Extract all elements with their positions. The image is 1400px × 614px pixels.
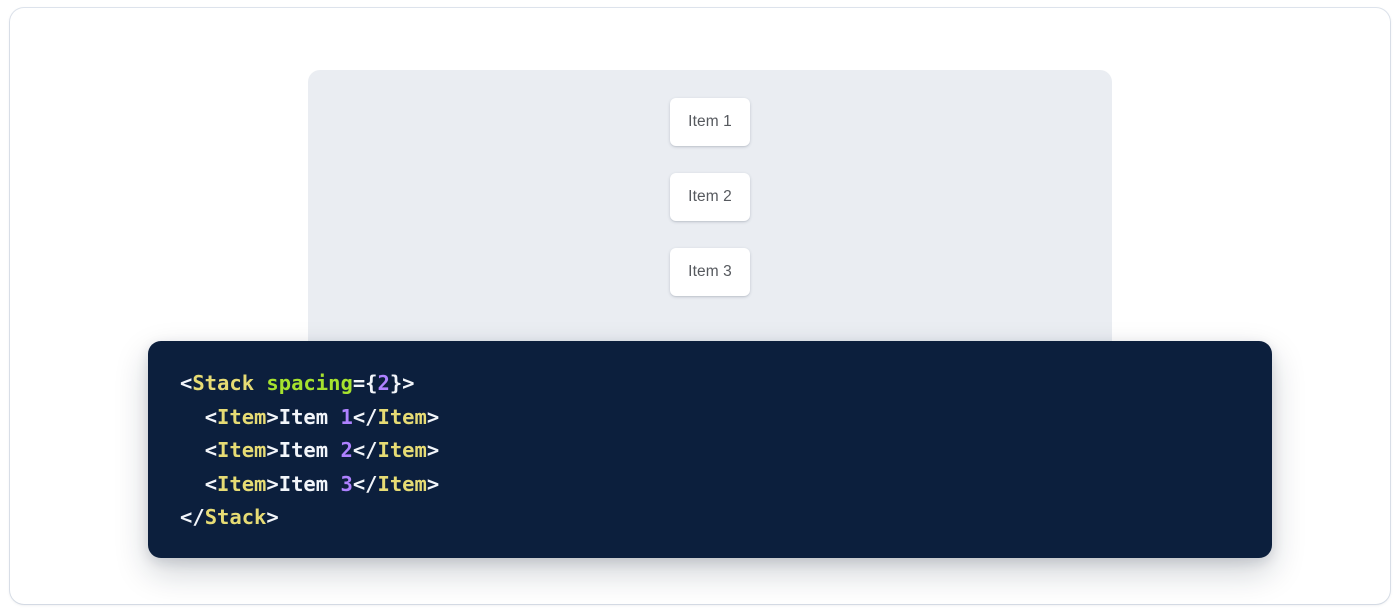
code-token-punct: > [426,471,440,496]
code-token-num: 1 [340,404,353,429]
code-token-tag: Stack [192,371,255,395]
code-token-text: Item [278,404,341,429]
code-snippet-block[interactable]: <Stack spacing={2}> <Item>Item 1</Item> … [148,341,1272,558]
stack-item-label: Item 2 [688,188,732,205]
code-indent [180,405,205,429]
code-token-punct: </ [180,505,205,530]
code-token-punct: < [204,438,218,463]
code-token-punct: ={ [352,371,378,395]
component-preview-panel: Item 1 Item 2 Item 3 [308,70,1112,370]
code-token-tag: Item [377,404,427,429]
code-snippet-text: <Stack spacing={2}> <Item>Item 1</Item> … [180,367,1272,535]
code-token-tag: Item [377,438,427,463]
stack-item[interactable]: Item 2 [670,173,750,221]
stack-item-label: Item 1 [688,113,732,130]
code-token-num: 2 [377,371,390,395]
code-line: <Item>Item 1</Item> [180,401,1272,435]
code-token-num: 3 [340,471,353,496]
code-token-punct: > [426,438,440,463]
code-token-punct: </ [352,438,378,463]
code-token-tag: Item [217,471,267,496]
code-token-num: 2 [340,438,353,463]
stack-item[interactable]: Item 1 [670,98,750,146]
code-line: <Stack spacing={2}> [180,367,1272,401]
code-token-attr: spacing [266,371,353,395]
code-token-tag: Item [217,438,267,463]
code-line: <Item>Item 2</Item> [180,434,1272,468]
code-token-punct: > [426,404,440,429]
code-token-tag: Item [377,471,427,496]
code-token-text: Item [278,438,341,463]
code-token-punct: </ [352,471,378,496]
code-token-punct: < [204,404,218,429]
code-token-punct: </ [352,404,378,429]
code-token-punct: < [180,371,193,395]
code-indent [180,472,205,496]
code-line: <Item>Item 3</Item> [180,468,1272,502]
code-token-text: Item [278,471,341,496]
code-token-punct: }> [389,371,415,395]
code-token-punct: < [204,471,218,496]
code-token-tag: Stack [204,505,267,530]
code-token-punct: > [266,438,279,463]
stack-item[interactable]: Item 3 [670,248,750,296]
code-token-punct [254,371,266,395]
code-token-tag: Item [217,404,267,429]
stack-container: Item 1 Item 2 Item 3 [308,98,1112,296]
stack-item-label: Item 3 [688,263,732,280]
code-token-punct: > [266,404,279,429]
code-token-punct: > [266,471,279,496]
code-token-punct: > [266,505,279,530]
code-indent [180,438,205,462]
code-line: </Stack> [180,501,1272,535]
